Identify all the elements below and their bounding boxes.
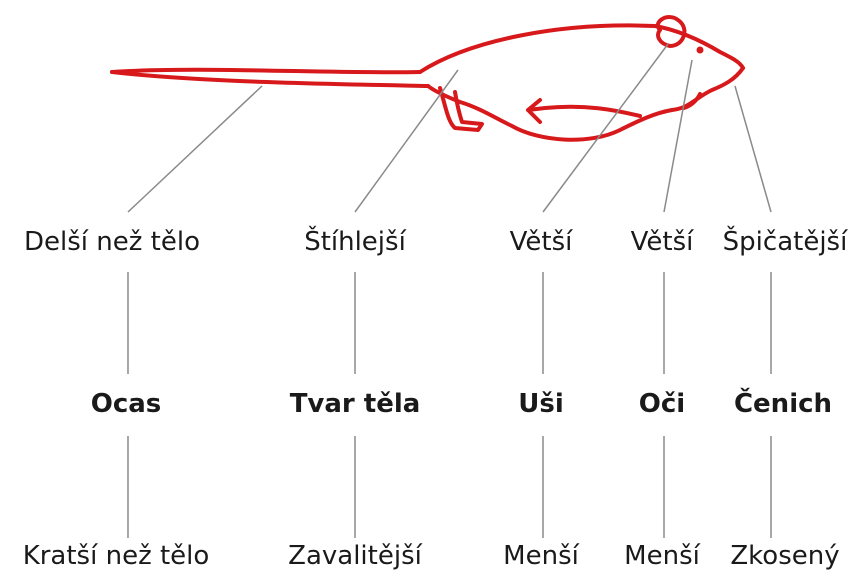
pointer-line-snout: [734, 85, 772, 213]
snout-lower-label: Zkosený: [730, 541, 840, 571]
column-connectors: [127, 272, 772, 538]
tail-trait-label: Ocas: [90, 389, 162, 419]
body-lower-label: Zavalitější: [288, 541, 422, 571]
body-trait-label: Tvar těla: [289, 389, 421, 419]
rat-outline-icon: [110, 15, 745, 142]
eyes-upper-label: Větší: [630, 227, 694, 257]
tail-lower-label: Kratší než tělo: [22, 541, 210, 571]
eyes-trait-label: Oči: [638, 389, 686, 419]
tail-upper-label: Delší než tělo: [24, 227, 200, 257]
ears-trait-label: Uši: [518, 389, 564, 419]
rat-eye: [696, 46, 704, 54]
pointer-line-tail: [127, 85, 263, 213]
ears-lower-label: Menší: [503, 541, 579, 571]
snout-trait-label: Čenich: [733, 389, 833, 419]
body-upper-label: Štíhlejší: [304, 227, 406, 257]
pointer-line-eyes: [663, 59, 693, 213]
pointer-line-body: [354, 69, 459, 213]
eyes-lower-label: Menší: [624, 541, 700, 571]
ears-upper-label: Větší: [509, 227, 573, 257]
snout-upper-label: Špičatější: [722, 227, 848, 257]
pointer-line-ears: [542, 43, 669, 213]
pointer-lines: [127, 43, 772, 213]
